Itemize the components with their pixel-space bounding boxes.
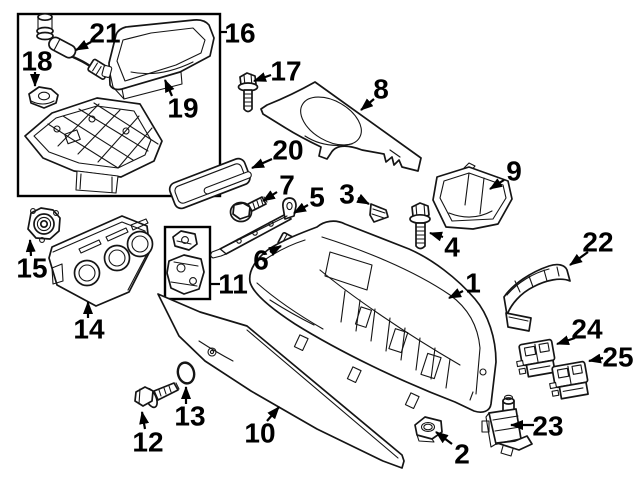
leader-arrow	[569, 251, 589, 266]
callout-5: 5	[293, 182, 325, 214]
group-box-layer	[16, 12, 222, 301]
callout-7: 7	[262, 170, 295, 202]
part-23-switch-sensor	[481, 394, 533, 457]
part-number-label: 24	[571, 314, 603, 345]
group-box-11	[163, 225, 212, 301]
callout-2: 2	[435, 431, 470, 470]
leader-arrow	[262, 190, 278, 202]
part-10-side-trim-panel	[157, 293, 405, 469]
part-number-label: 6	[253, 245, 269, 276]
leader-arrow	[251, 157, 273, 170]
part-number-label: 1	[465, 268, 481, 299]
part-number-label: 22	[582, 227, 613, 258]
callout-13: 13	[174, 386, 206, 432]
callout-25: 25	[588, 342, 634, 373]
callout-18: 18	[21, 46, 53, 87]
part-number-label: 11	[218, 269, 248, 300]
part-number-label: 15	[16, 253, 47, 284]
leader-arrow	[429, 231, 444, 242]
leader-arrow	[360, 98, 375, 111]
callout-9: 9	[489, 156, 522, 190]
leader-arrow	[435, 431, 453, 445]
part-22-rear-trim	[503, 263, 571, 332]
callout-10: 10	[244, 406, 280, 449]
part-number-label: 17	[270, 56, 301, 87]
part-number-label: 10	[244, 418, 275, 449]
callout-22: 22	[569, 227, 614, 266]
leader-arrow	[556, 335, 576, 346]
leader-arrow	[268, 245, 282, 257]
part-number-label: 25	[602, 342, 633, 373]
part-3-clip	[369, 203, 389, 223]
part-number-label: 23	[532, 411, 563, 442]
part-number-label: 21	[89, 18, 120, 49]
group-box-16	[16, 12, 222, 198]
part-number-label: 7	[279, 170, 295, 201]
callout-4: 4	[429, 231, 460, 263]
leader-arrow	[588, 353, 604, 364]
callout-17: 17	[253, 56, 302, 87]
callout-layer: 1234567891011121314151617181920212223242…	[16, 18, 633, 470]
callout-6: 6	[253, 245, 282, 276]
part-18-bracket	[28, 86, 59, 109]
callout-16: 16	[220, 18, 256, 49]
leader-arrow	[266, 406, 280, 422]
part-number-label: 20	[272, 135, 303, 166]
part-2-clip-nut	[414, 416, 443, 443]
part-4-bolt	[409, 202, 431, 250]
part-7-bolt	[229, 196, 268, 223]
part-number-label: 8	[373, 74, 389, 105]
part-number-label: 4	[444, 232, 460, 263]
part-number-label: 19	[167, 93, 198, 124]
leader-arrow	[448, 288, 464, 299]
part-25-switch	[549, 360, 589, 400]
leader-arrow	[75, 39, 92, 51]
callout-24: 24	[556, 314, 603, 346]
part-number-label: 12	[132, 427, 163, 458]
part-15-knob	[27, 207, 61, 243]
leader-arrow	[253, 72, 272, 83]
part-21-socket-and-cable	[36, 12, 111, 80]
part-number-label: 16	[224, 18, 255, 49]
part-9-storage-bin	[432, 162, 513, 230]
part-17-bolt	[237, 72, 259, 113]
part-number-label: 9	[506, 156, 522, 187]
part-11-bracket-set	[166, 230, 205, 295]
callout-3: 3	[339, 179, 370, 210]
part-number-label: 3	[339, 179, 355, 210]
callout-1: 1	[448, 268, 481, 299]
callout-12: 12	[132, 411, 164, 458]
callout-23: 23	[510, 411, 564, 442]
part-1-console-body	[248, 220, 497, 414]
part-14-control-panel	[48, 215, 154, 307]
callout-8: 8	[360, 74, 389, 111]
callout-14: 14	[73, 301, 105, 345]
part-16-console-mechanism	[24, 97, 163, 194]
leader-arrow	[139, 411, 150, 430]
part-19-storage-tray	[101, 19, 215, 100]
callout-11: 11	[211, 269, 248, 300]
leader-arrow	[293, 202, 309, 214]
callout-20: 20	[251, 135, 304, 170]
part-number-label: 2	[454, 439, 470, 470]
part-number-label: 18	[21, 46, 52, 77]
part-12-bolt	[134, 382, 180, 409]
part-20-lid	[168, 157, 252, 210]
part-13-o-ring	[176, 361, 196, 385]
callout-21: 21	[75, 18, 121, 51]
leader-arrow	[356, 193, 370, 205]
callout-19: 19	[163, 79, 199, 124]
leader-arrow	[25, 239, 36, 257]
part-8-trim-panel	[260, 81, 422, 172]
part-number-label: 13	[174, 401, 205, 432]
part-24-switch	[516, 338, 556, 378]
part-number-label: 14	[73, 314, 105, 345]
callout-15: 15	[16, 239, 48, 284]
part-number-label: 5	[309, 182, 325, 213]
leader-arrow	[163, 79, 175, 97]
leader-arrow	[489, 178, 505, 190]
